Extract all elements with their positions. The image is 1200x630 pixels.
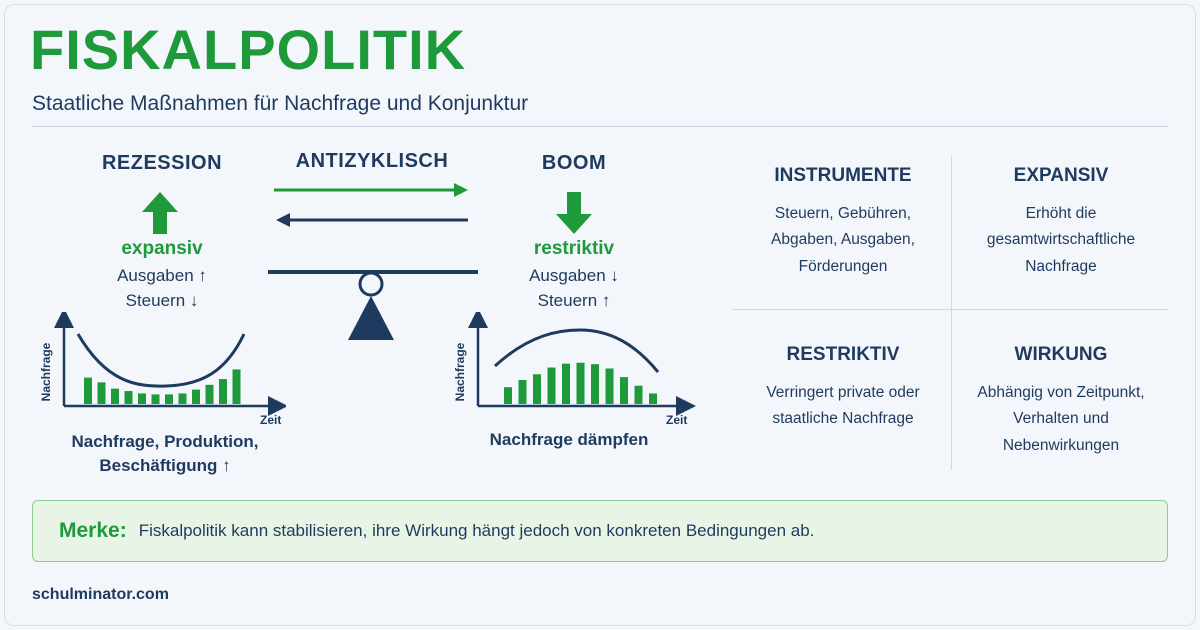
- boom-taxes: Steuern ↑: [537, 291, 611, 310]
- wirkung-line3: Nebenwirkungen: [1002, 436, 1120, 454]
- boom-bar-4: [562, 363, 570, 404]
- boom-y-label: Nachfrage: [453, 342, 467, 401]
- recession-bar-4: [138, 393, 146, 404]
- recession-chart: Nachfrage Zeit: [39, 312, 286, 427]
- recession-caption-line2: Beschäftigung ↑: [99, 455, 231, 475]
- recession-bar-7: [178, 393, 187, 404]
- center-heading: ANTIZYKLISCH: [295, 150, 449, 172]
- boom-heading: BOOM: [541, 152, 607, 174]
- arrow-left-head: [276, 213, 290, 227]
- instrumente-heading: INSTRUMENTE: [774, 165, 912, 186]
- recession-heading: REZESSION: [101, 152, 223, 174]
- boom-bar-5: [576, 362, 585, 404]
- balance-diagram: [268, 183, 478, 340]
- boom-x-label: Zeit: [666, 413, 687, 427]
- instrumente-line1: Steuern, Gebühren,: [774, 205, 912, 222]
- recession-taxes: Steuern ↓: [125, 291, 199, 310]
- grid-vertical-divider: [951, 155, 952, 470]
- recession-bar-6: [165, 394, 173, 404]
- expansiv-line1: Erhöht die: [1025, 205, 1097, 222]
- boom-bar-9: [634, 385, 643, 404]
- wirkung-line1: Abhängig von Zeitpunkt,: [977, 384, 1145, 401]
- note-box: Merke: Fiskalpolitik kann stabilisieren,…: [32, 500, 1168, 562]
- arrow-right-head: [454, 183, 468, 197]
- boom-caption: Nachfrage dämpfen: [489, 430, 649, 449]
- recession-bar-1: [97, 382, 106, 404]
- boom-bar-7: [605, 368, 614, 404]
- grid-wirkung: WIRKUNG Abhängig von Zeitpunkt, Verhalte…: [956, 344, 1166, 459]
- page-frame: [4, 4, 1196, 626]
- expansiv-line3: Nachfrage: [1025, 257, 1097, 275]
- balance-pivot: [358, 271, 384, 297]
- recession-bar-8: [192, 389, 200, 404]
- recession-policy: expansiv: [121, 238, 203, 259]
- restriktiv-line2: staatliche Nachfrage: [772, 410, 914, 428]
- boom-policy: restriktiv: [533, 238, 615, 259]
- page-subtitle: Staatliche Maßnahmen für Nachfrage und K…: [32, 92, 529, 115]
- recession-spending: Ausgaben ↑: [117, 266, 207, 285]
- recession-bar-10: [219, 379, 227, 404]
- grid-restriktiv: RESTRIKTIV Verringert private oder staat…: [738, 344, 948, 433]
- note-label: Merke:: [59, 519, 127, 542]
- arrow-up-icon: [142, 192, 178, 234]
- recession-bar-0: [84, 377, 92, 404]
- recession-y-label: Nachfrage: [39, 342, 53, 401]
- grid-instrumente: INSTRUMENTE Steuern, Gebühren, Abgaben, …: [738, 165, 948, 280]
- restriktiv-heading: RESTRIKTIV: [786, 344, 900, 365]
- boom-curve: [493, 328, 660, 373]
- grid-expansiv: EXPANSIV Erhöht die gesamtwirtschaftlich…: [956, 165, 1166, 280]
- boom-bar-0: [504, 387, 512, 404]
- recession-bar-5: [151, 394, 160, 404]
- boom-bar-8: [620, 377, 628, 404]
- header-divider: [32, 126, 1168, 127]
- recession-curve: [76, 333, 246, 388]
- instrumente-line2: Abgaben, Ausgaben,: [771, 231, 915, 249]
- boom-chart: Nachfrage Zeit: [453, 312, 696, 427]
- recession-bar-9: [205, 384, 214, 404]
- wirkung-line2: Verhalten und: [1013, 410, 1109, 428]
- boom-bar-10: [649, 393, 657, 404]
- footer-link[interactable]: schulminator.com: [32, 586, 169, 603]
- page-title: FISKALPOLITIK: [30, 18, 467, 81]
- recession-caption: Nachfrage, Produktion, Beschäftigung ↑: [40, 430, 290, 478]
- recession-bar-3: [124, 391, 133, 404]
- boom-bar-6: [591, 364, 599, 404]
- balance-base: [348, 296, 394, 340]
- boom-bar-2: [533, 374, 541, 404]
- recession-x-label: Zeit: [260, 413, 281, 427]
- recession-bar-11: [232, 369, 241, 404]
- restriktiv-line1: Verringert private oder: [766, 384, 920, 401]
- boom-bar-3: [547, 367, 556, 404]
- arrow-down-icon: [556, 192, 592, 234]
- recession-caption-line1: Nachfrage, Produktion,: [71, 432, 259, 451]
- instrumente-line3: Förderungen: [798, 257, 888, 275]
- wirkung-heading: WIRKUNG: [1014, 344, 1108, 365]
- boom-spending: Ausgaben ↓: [529, 266, 619, 285]
- boom-bar-1: [518, 380, 527, 404]
- expansiv-heading: EXPANSIV: [1013, 165, 1109, 186]
- expansiv-line2: gesamtwirtschaftliche: [986, 231, 1136, 249]
- note-text: Fiskalpolitik kann stabilisieren, ihre W…: [138, 521, 815, 540]
- grid-horizontal-divider: [732, 309, 1168, 310]
- recession-bar-2: [111, 388, 119, 404]
